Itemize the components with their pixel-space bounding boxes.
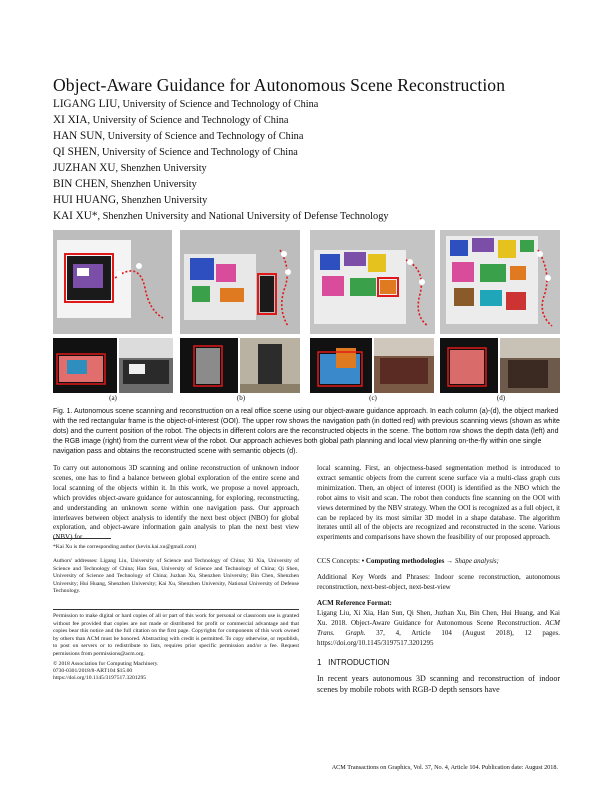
rgb-image-d bbox=[500, 338, 560, 393]
author-name: QI SHEN bbox=[53, 146, 97, 158]
author-separator: , bbox=[96, 147, 102, 158]
author-line: HAN SUN, University of Science and Techn… bbox=[53, 130, 303, 142]
permission-notice: Permission to make digital or hard copie… bbox=[53, 613, 299, 657]
author-separator: , bbox=[102, 131, 108, 142]
depth-image-a bbox=[53, 338, 117, 393]
section-heading: 1 INTRODUCTION bbox=[317, 658, 560, 668]
issn: 0730-0301/2018/8-ART104 $15.00 bbox=[53, 668, 133, 674]
scan-map-b bbox=[180, 230, 300, 334]
author-line: LIGANG LIU, University of Science and Te… bbox=[53, 98, 318, 110]
keywords: Additional Key Words and Phrases: Indoor… bbox=[317, 573, 560, 591]
author-affiliation: Shenzhen University and National Univers… bbox=[102, 211, 389, 222]
author-affiliation: Shenzhen University bbox=[110, 179, 197, 190]
ccs-arrow: → bbox=[446, 557, 454, 565]
author-line: HUI HUANG, Shenzhen University bbox=[53, 194, 207, 206]
copyright: © 2018 Association for Computing Machine… bbox=[53, 661, 159, 667]
reference-text: Ligang Liu, Xi Xia, Han Sun, Qi Shen, Ju… bbox=[317, 609, 560, 627]
author-line: JUZHAN XU, Shenzhen University bbox=[53, 162, 207, 174]
depth-image-d bbox=[440, 338, 498, 393]
depth-image-c bbox=[310, 338, 372, 393]
author-separator: , bbox=[116, 195, 122, 206]
paper-title: Object-Aware Guidance for Autonomous Sce… bbox=[53, 75, 506, 95]
author-affiliation: University of Science and Technology of … bbox=[101, 147, 298, 158]
author-line: KAI XU*, Shenzhen University and Nationa… bbox=[53, 210, 389, 222]
rgb-image-a bbox=[119, 338, 173, 393]
author-affiliation: Shenzhen University bbox=[120, 163, 207, 174]
author-separator: , bbox=[97, 211, 103, 222]
scan-map-d bbox=[440, 230, 560, 334]
depth-image-b bbox=[180, 338, 238, 393]
author-line: XI XIA, University of Science and Techno… bbox=[53, 114, 288, 126]
author-name: XI XIA bbox=[53, 114, 88, 126]
author-name: KAI XU* bbox=[53, 210, 98, 222]
author-affiliation: University of Science and Technology of … bbox=[122, 99, 319, 110]
ccs-concepts: CCS Concepts: • Computing methodologies … bbox=[317, 557, 560, 567]
author-name: BIN CHEN bbox=[53, 178, 106, 190]
section-title: INTRODUCTION bbox=[328, 658, 390, 667]
page-footer: ACM Transactions on Graphics, Vol. 37, N… bbox=[331, 764, 558, 771]
figure-caption: Fig. 1. Autonomous scene scanning and re… bbox=[53, 408, 560, 456]
doi-link[interactable]: https://doi.org/10.1145/3197517.3201295 bbox=[53, 675, 147, 681]
author-separator: , bbox=[115, 163, 121, 174]
author-separator: , bbox=[105, 179, 111, 190]
author-separator: , bbox=[87, 115, 93, 126]
rgb-image-c bbox=[374, 338, 434, 393]
reference-heading: ACM Reference Format: bbox=[317, 599, 392, 607]
author-separator: , bbox=[117, 99, 123, 110]
intro-paragraph: In recent years autonomous 3D scanning a… bbox=[317, 674, 560, 694]
author-affiliation: University of Science and Technology of … bbox=[107, 131, 304, 142]
figure-label-d: (d) bbox=[496, 394, 506, 402]
author-affiliation: University of Science and Technology of … bbox=[92, 115, 289, 126]
author-line: QI SHEN, University of Science and Techn… bbox=[53, 146, 298, 158]
section-number: 1 bbox=[317, 658, 322, 667]
abstract-left: To carry out autonomous 3D scanning and … bbox=[53, 464, 299, 542]
author-affiliation: Shenzhen University bbox=[121, 195, 208, 206]
scan-map-a bbox=[53, 230, 172, 334]
author-name: HUI HUANG bbox=[53, 194, 117, 206]
ccs-label: CCS Concepts: bbox=[317, 557, 360, 565]
author-name: HAN SUN bbox=[53, 130, 103, 142]
author-line: BIN CHEN, Shenzhen University bbox=[53, 178, 197, 190]
figure-label-c: (c) bbox=[369, 394, 377, 402]
rgb-image-b bbox=[240, 338, 300, 393]
scan-map-c bbox=[310, 230, 435, 334]
author-name: LIGANG LIU bbox=[53, 98, 118, 110]
abstract-right: local scanning. First, an objectness-bas… bbox=[317, 464, 560, 542]
ccs-item: Shape analysis; bbox=[454, 557, 499, 565]
reference-tail: 37, 4, Article 104 (August 2018), 12 pag… bbox=[317, 628, 561, 647]
author-addresses: Authors' addresses: Ligang Liu, Universi… bbox=[53, 558, 299, 595]
reference-journal: ACM Trans. Graph. bbox=[317, 618, 561, 637]
figure-label-b: (b) bbox=[236, 394, 246, 402]
corresponding-author-note: *Kai Xu is the corresponding author (kev… bbox=[53, 544, 197, 550]
reference-format: Ligang Liu, Xi Xia, Han Sun, Qi Shen, Ju… bbox=[317, 609, 560, 649]
figure-label-a: (a) bbox=[109, 394, 117, 402]
ccs-bullet: • Computing methodologies bbox=[361, 557, 445, 565]
author-name: JUZHAN XU bbox=[53, 162, 116, 174]
